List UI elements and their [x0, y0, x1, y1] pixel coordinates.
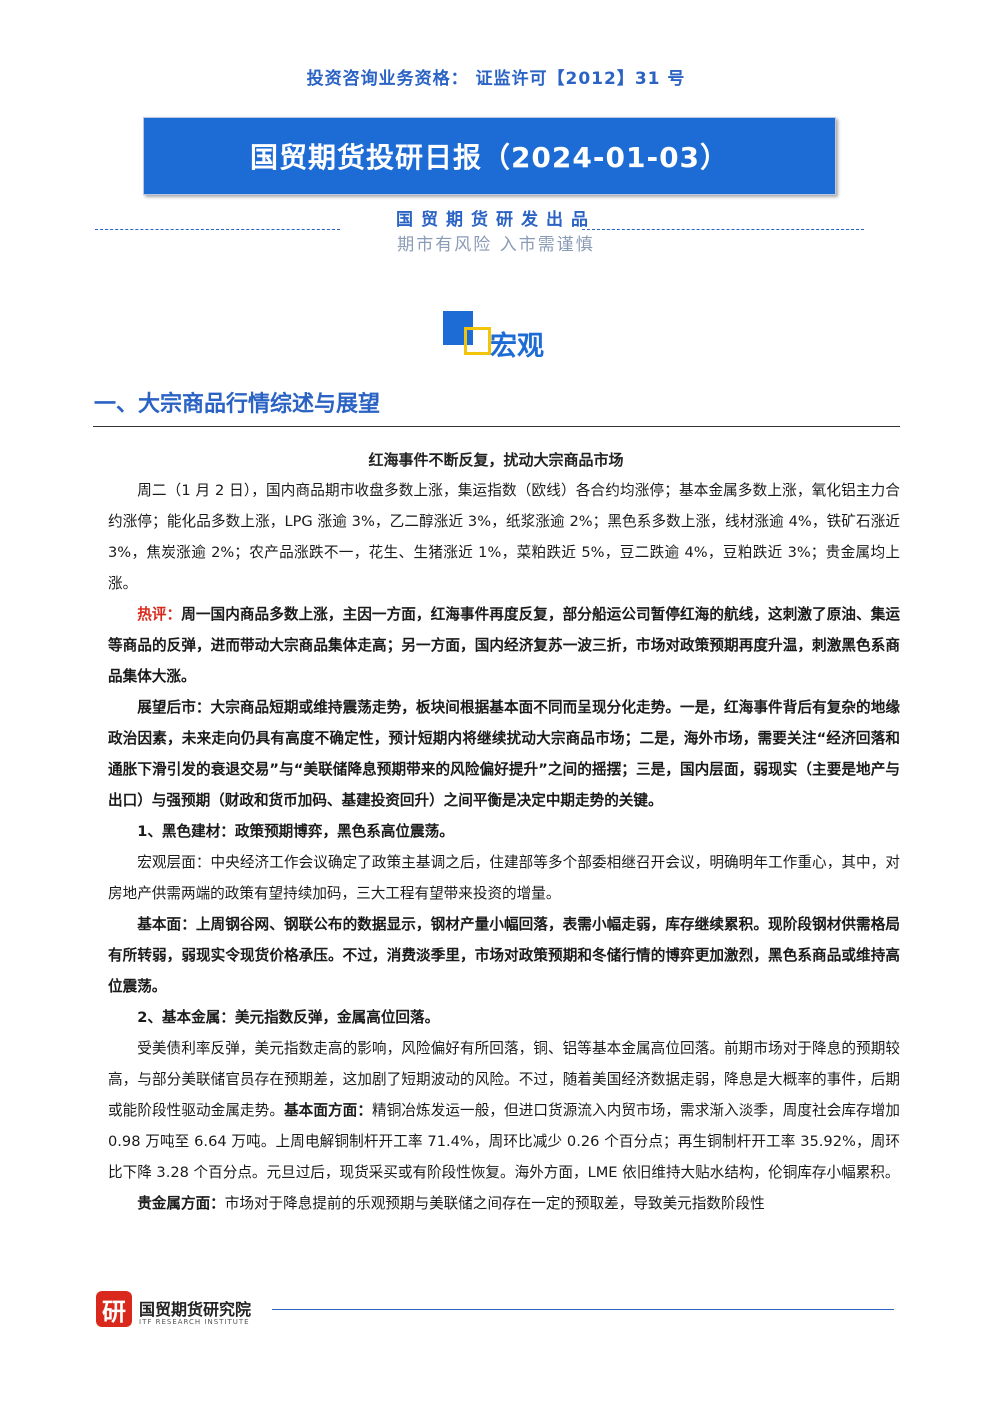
precious-metals-text: 市场对于降息提前的乐观预期与美联储之间存在一定的预取差，导致美元指数阶段性: [224, 1195, 765, 1212]
heading-rule: [93, 426, 900, 427]
article-title: 红海事件不断反复，扰动大宗商品市场: [368, 451, 624, 469]
dashed-divider-left: [95, 229, 340, 230]
section-outline-square-icon: [464, 327, 491, 355]
paragraph-base-metals: 受美债利率反弹，美元指数走高的影响，风险偏好有所回落，铜、铝等基本金属高位回落。…: [108, 1033, 900, 1188]
dashed-divider-right: [582, 229, 864, 230]
paragraph-summary: 周二（1 月 2 日），国内商品期市收盘多数上涨，集运指数（欧线）各合约均涨停；…: [108, 482, 900, 592]
publisher-text: 国贸期货研发出品: [396, 210, 596, 230]
subheading-ferrous: 1、黑色建材：政策预期博弈，黑色系高位震荡。: [137, 823, 454, 840]
license-text: 投资咨询业务资格： 证监许可【2012】31 号: [306, 69, 686, 89]
base-metals-text-a: 受美债利率反弹，美元指数走高的影响，风险偏好有所回落，铜、铝等基本金属高位回落。…: [108, 1040, 900, 1119]
base-metals-label: 基本面方面：: [284, 1102, 373, 1119]
section-label: 宏观: [490, 331, 544, 362]
section-heading: 一、大宗商品行情综述与展望: [94, 392, 381, 417]
institute-logo-icon: 研: [96, 1291, 132, 1327]
article-body: 周二（1 月 2 日），国内商品期市收盘多数上涨，集运指数（欧线）各合约均涨停；…: [108, 475, 900, 1219]
paragraph-macro: 宏观层面：中央经济工作会议确定了政策主基调之后，住建部等多个部委相继召开会议，明…: [108, 854, 900, 902]
subheading-base-metals: 2、基本金属：美元指数反弹，金属高位回落。: [137, 1009, 440, 1026]
institute-name: 国贸期货研究院: [139, 1300, 252, 1319]
risk-slogan: 期市有风险 入市需谨慎: [397, 235, 595, 255]
footer-rule: [272, 1309, 894, 1310]
paragraph-commentary: 热评：周一国内商品多数上涨，主因一方面，红海事件再度反复，部分船运公司暂停红海的…: [108, 599, 900, 692]
paragraph-precious-metals: 贵金属方面：市场对于降息提前的乐观预期与美联储之间存在一定的预取差，导致美元指数…: [108, 1188, 900, 1219]
precious-metals-label: 贵金属方面：: [137, 1195, 225, 1212]
paragraph-outlook: 展望后市：大宗商品短期或维持震荡走势，板块间根据基本面不同而呈现分化走势。一是，…: [108, 699, 900, 809]
banner-title: 国贸期货投研日报（2024-01-03）: [249, 141, 730, 174]
base-metals-text-b: 精铜冶炼发运一般，但进口货源流入内贸市场，需求渐入淡季，周度社会库存增加 0.9…: [108, 1102, 900, 1181]
commentary-label: 热评：: [137, 606, 182, 623]
report-banner: 国贸期货投研日报（2024-01-03）: [143, 117, 836, 195]
institute-name-english: ITF RESEARCH INSTITUTE: [139, 1318, 250, 1326]
paragraph-fundamentals: 基本面：上周钢谷网、钢联公布的数据显示，钢材产量小幅回落，表需小幅走弱，库存继续…: [108, 916, 900, 995]
commentary-text: 周一国内商品多数上涨，主因一方面，红海事件再度反复，部分船运公司暂停红海的航线，…: [108, 606, 900, 685]
